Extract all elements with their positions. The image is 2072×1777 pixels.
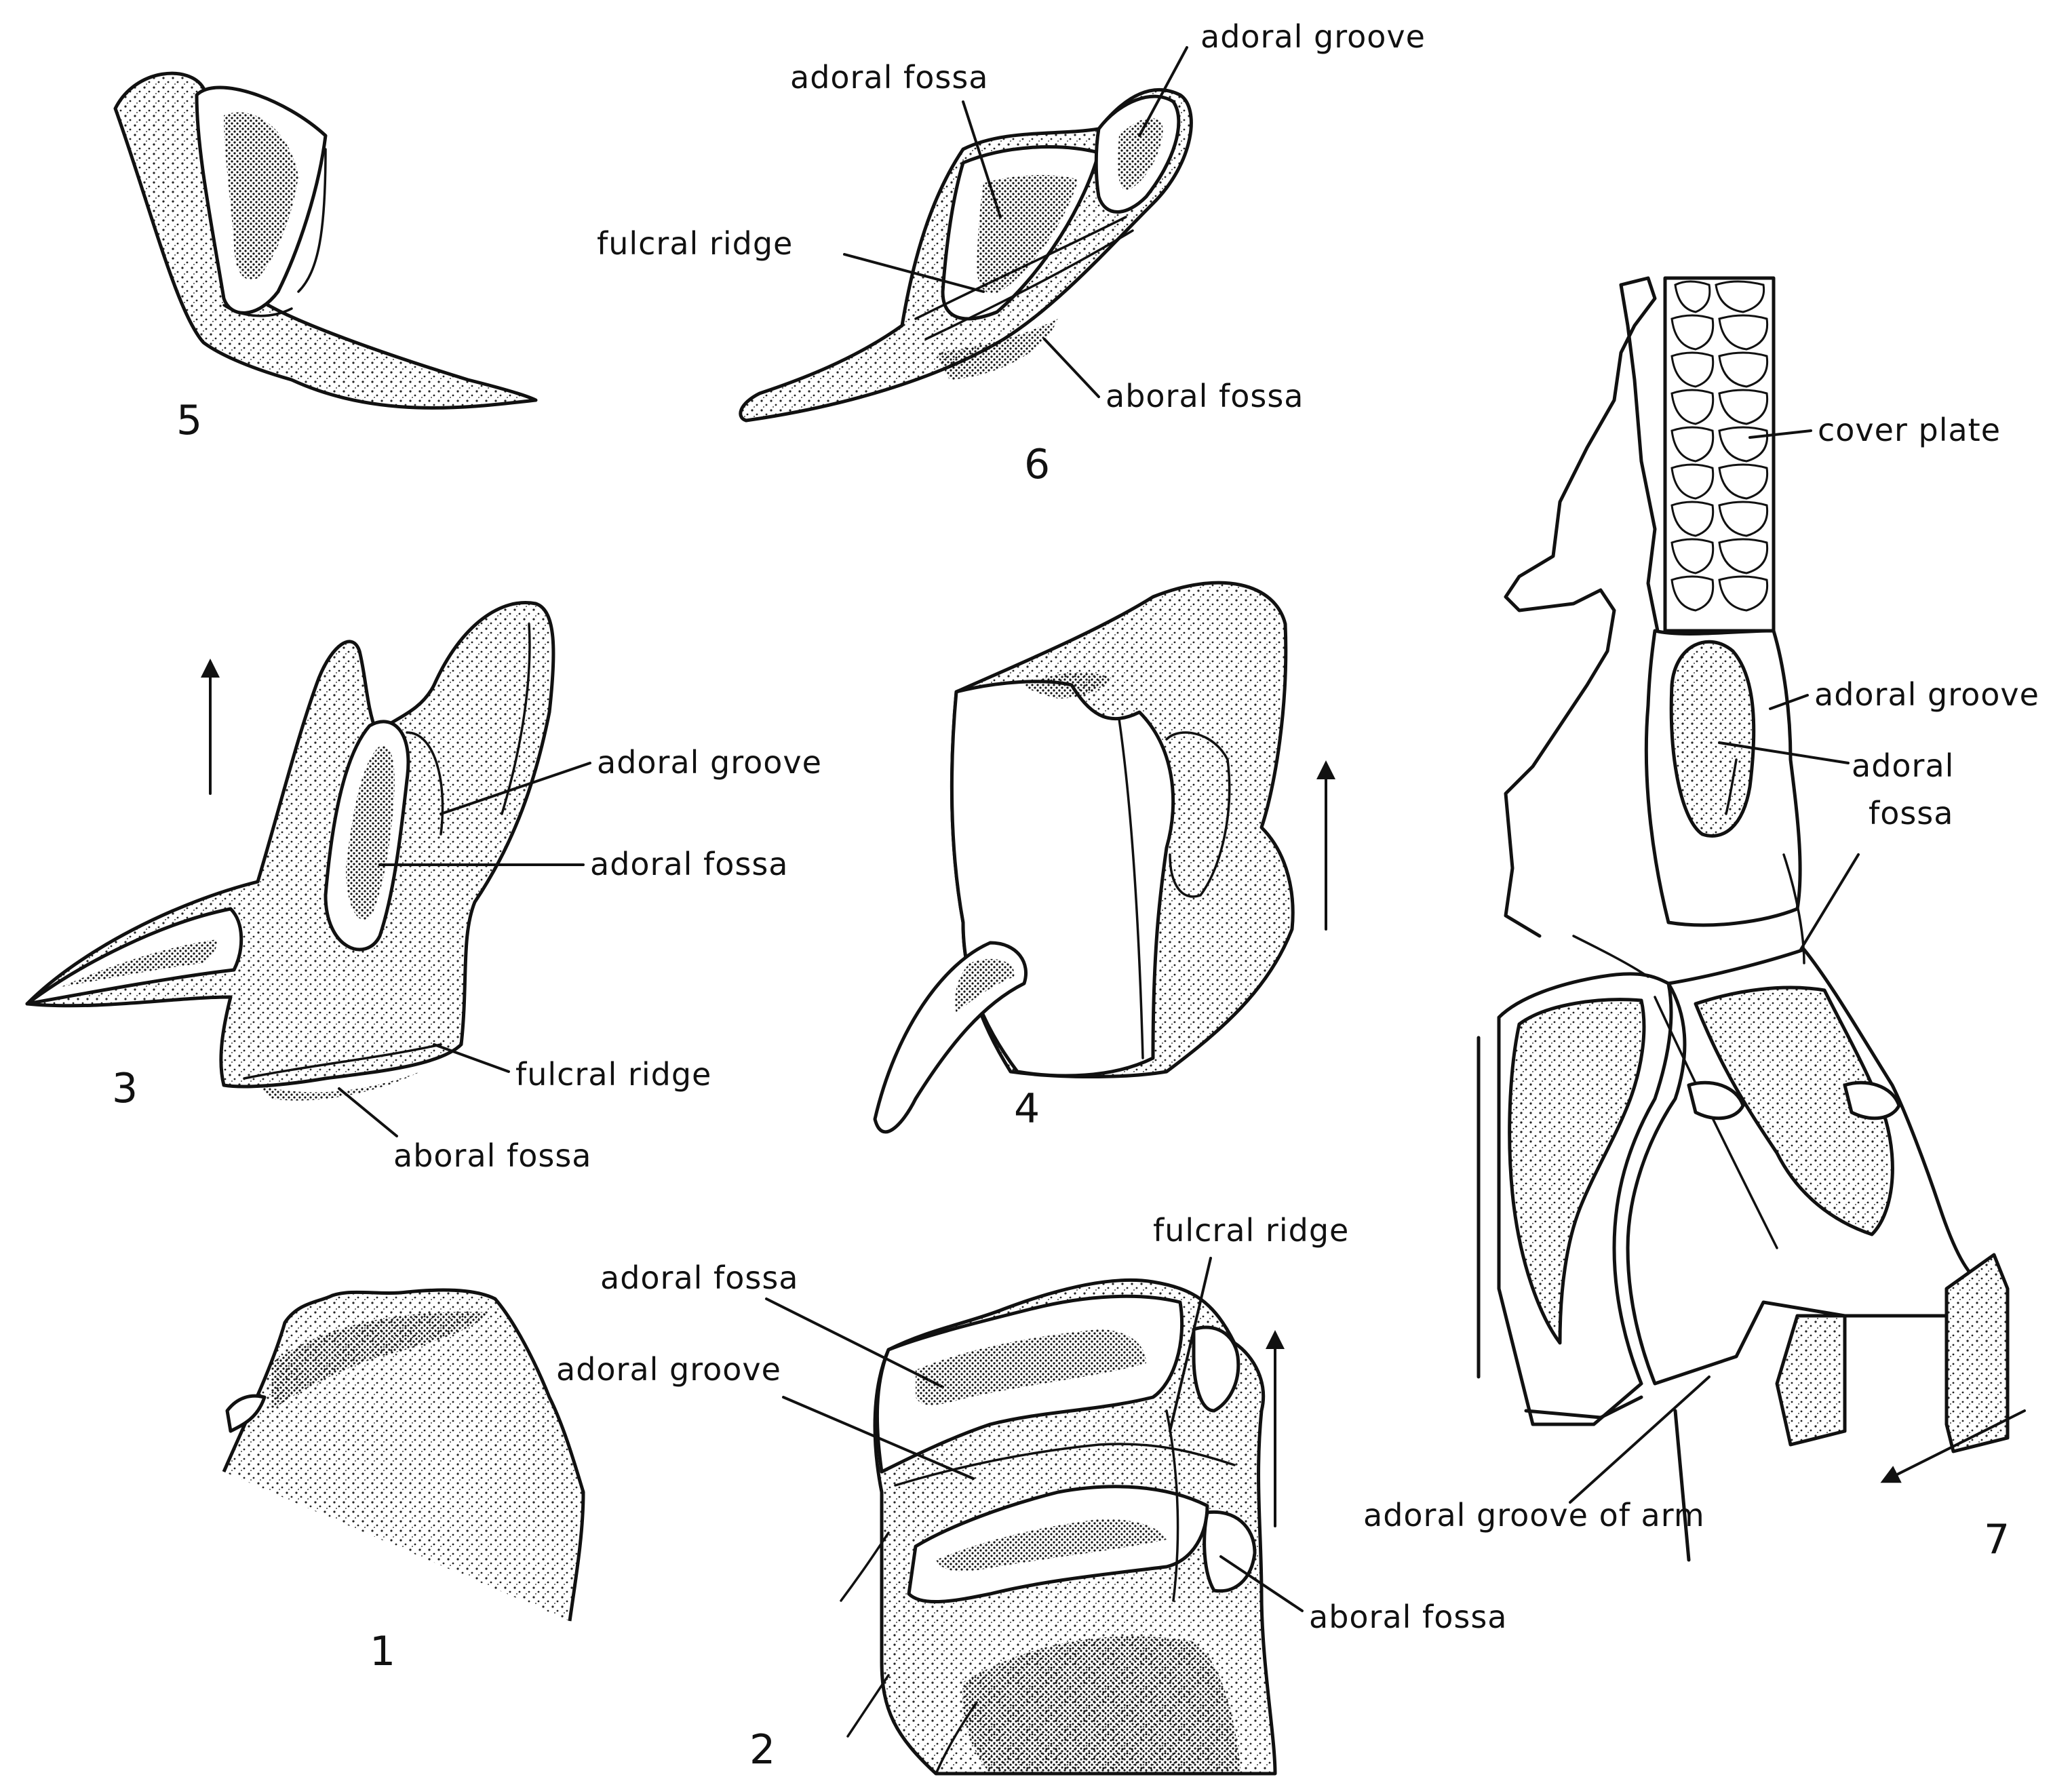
- panel-3-ossicle: [27, 603, 553, 1101]
- p7-cover-plate-label: cover plate: [1818, 412, 2001, 448]
- p2-adoral-fossa-label: adoral fossa: [600, 1259, 799, 1296]
- p7-adoral-groove-of-arm-label: adoral groove of arm: [1363, 1497, 1705, 1534]
- panel-number-6: 6: [1024, 441, 1050, 488]
- panel-5-ossicle: [115, 73, 536, 408]
- panel-number-1: 1: [370, 1628, 395, 1675]
- panel-number-5: 5: [176, 397, 202, 444]
- panel-number-2: 2: [749, 1726, 775, 1774]
- p7-adoral-fossa-leader-2: [1801, 855, 1858, 950]
- p6-adoral-groove-label: adoral groove: [1200, 18, 1426, 55]
- p6-adoral-fossa-label: adoral fossa: [790, 59, 989, 96]
- p7-adoral-groove-label: adoral groove: [1814, 676, 2039, 713]
- p7-adoral-fossa-label-line1: adoral: [1852, 747, 1954, 784]
- p3-adoral-fossa-label: adoral fossa: [590, 846, 789, 882]
- panel-number-3: 3: [112, 1065, 138, 1112]
- p2-aboral-fossa-label: aboral fossa: [1309, 1599, 1508, 1635]
- p6-aboral-fossa-label: aboral fossa: [1106, 378, 1304, 414]
- panel-number-7: 7: [1984, 1516, 2010, 1563]
- panel-7-arm-section: [1479, 278, 2008, 1560]
- p6-aboral-fossa-leader: [1044, 339, 1099, 397]
- p7-adoral-fossa-label-line2: fossa: [1869, 795, 1953, 832]
- p3-fulcral-ridge-leader: [434, 1044, 509, 1072]
- p3-fulcral-ridge-label: fulcral ridge: [515, 1056, 711, 1093]
- p2-adoral-groove-label: adoral groove: [556, 1351, 781, 1388]
- panel-2-ossicle: [841, 1280, 1275, 1774]
- p6-fulcral-ridge-label: fulcral ridge: [597, 225, 793, 262]
- p3-aboral-fossa-leader: [339, 1089, 397, 1136]
- panel-number-4: 4: [1014, 1085, 1040, 1133]
- panel-4-ossicle: [875, 583, 1293, 1132]
- p3-adoral-groove-label: adoral groove: [597, 744, 822, 781]
- p3-aboral-fossa-label: aboral fossa: [393, 1137, 592, 1174]
- p2-fulcral-ridge-label: fulcral ridge: [1153, 1212, 1349, 1249]
- panel-6-ossicle: [741, 90, 1192, 421]
- panel-1-ossicle: [224, 1290, 583, 1621]
